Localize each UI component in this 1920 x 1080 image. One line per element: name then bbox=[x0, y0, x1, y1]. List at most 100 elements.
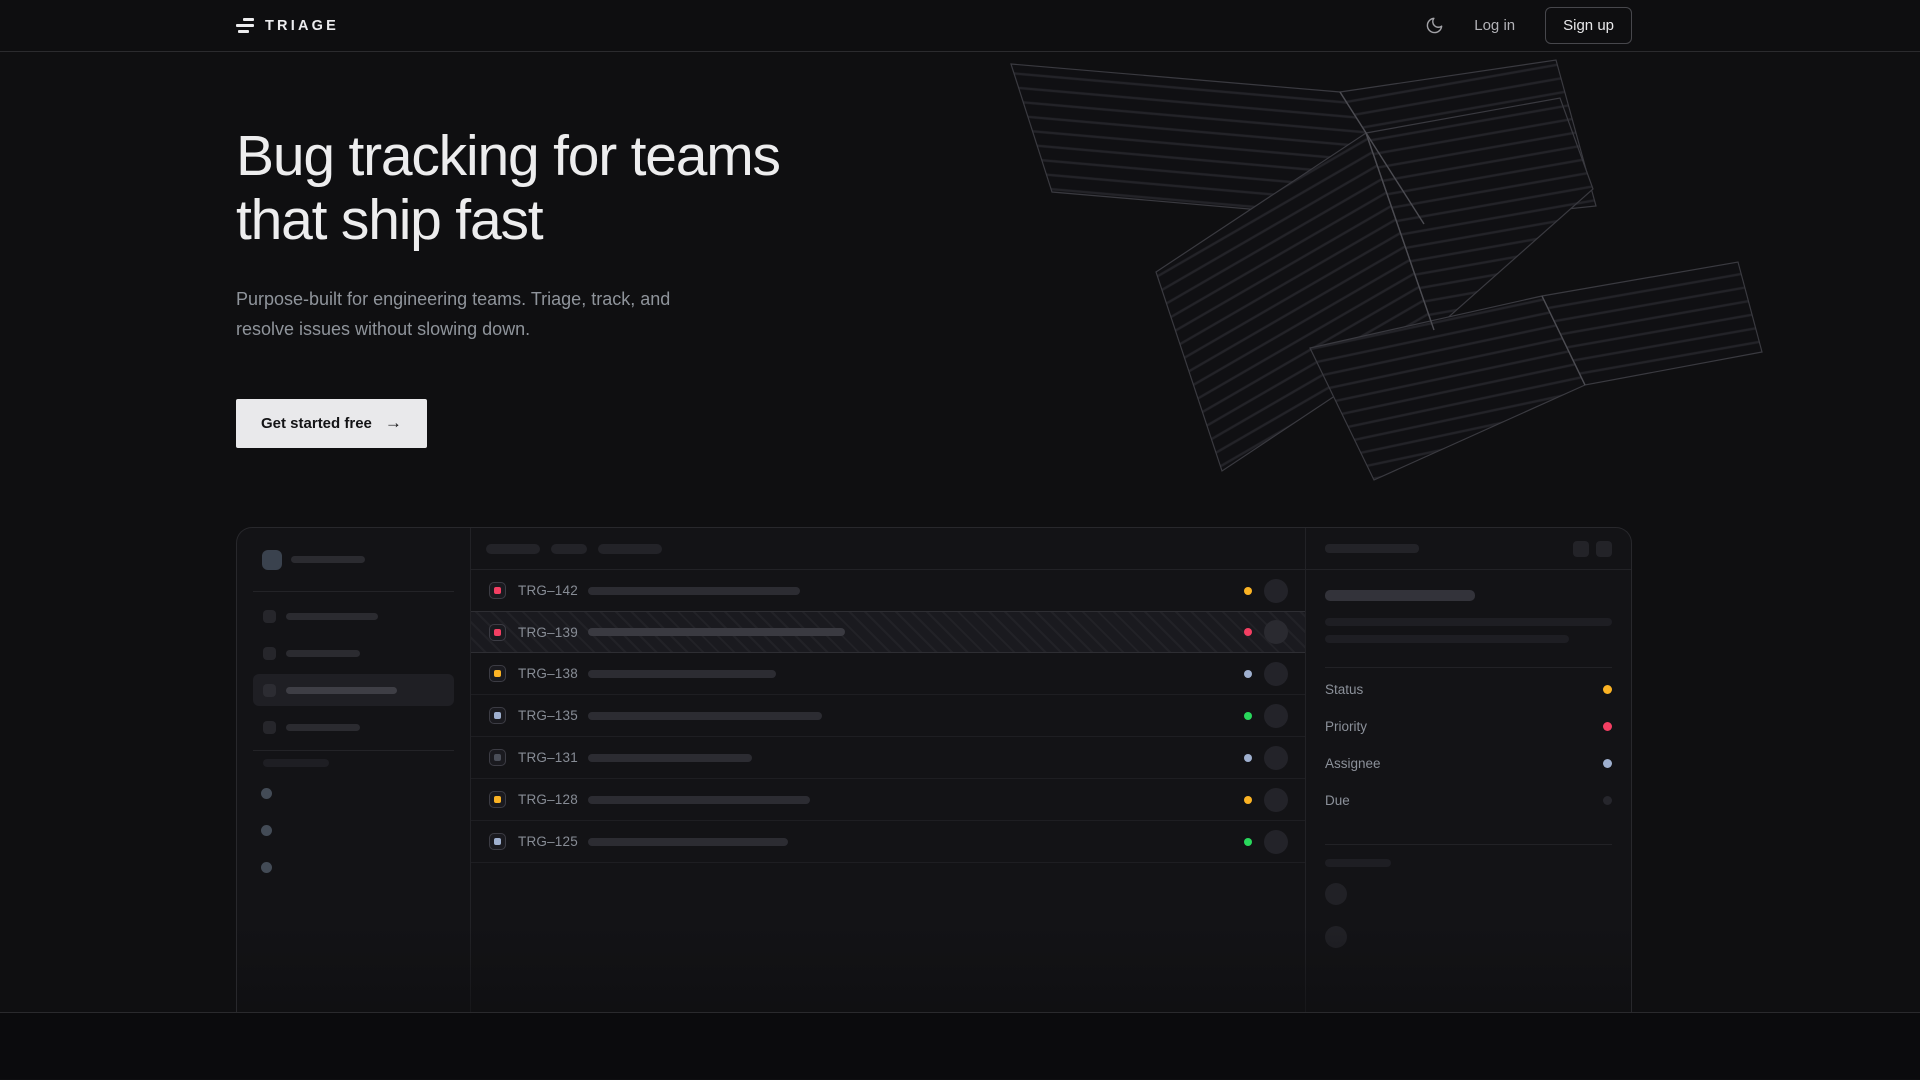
property-row: Assignee bbox=[1325, 745, 1612, 782]
sidebar-section-skeleton bbox=[263, 759, 329, 767]
property-value-dot bbox=[1603, 685, 1612, 694]
top-nav: TRIAGE Log in Sign up bbox=[0, 0, 1920, 52]
assignee-avatar bbox=[1264, 661, 1288, 686]
issue-type-icon bbox=[489, 623, 506, 641]
issue-title-skeleton bbox=[588, 628, 845, 636]
issue-id: TRG–131 bbox=[518, 750, 578, 765]
panel-action-button bbox=[1573, 540, 1589, 557]
sidebar-divider bbox=[253, 591, 454, 592]
issue-row: TRG–125 bbox=[471, 821, 1305, 863]
workspace-avatar bbox=[262, 550, 282, 570]
get-started-button[interactable]: Get started free → bbox=[236, 399, 427, 448]
arrow-right-icon: → bbox=[384, 412, 402, 432]
status-dot bbox=[1244, 753, 1252, 762]
issue-row: TRG–128 bbox=[471, 779, 1305, 821]
workspace-name-skeleton bbox=[291, 556, 365, 563]
sidebar-nav-skeleton bbox=[253, 600, 454, 743]
sidebar-dot bbox=[261, 825, 272, 836]
issue-description-skeleton bbox=[1325, 618, 1612, 626]
issue-type-icon bbox=[489, 749, 506, 766]
hero-section: Bug tracking for teams that ship fast Pu… bbox=[0, 52, 1920, 1013]
brand-name: TRIAGE bbox=[265, 17, 339, 34]
property-label: Status bbox=[1325, 682, 1364, 697]
issue-type-icon bbox=[489, 707, 506, 724]
issue-title-skeleton bbox=[1325, 590, 1475, 601]
status-dot bbox=[1244, 586, 1252, 595]
property-row: Priority bbox=[1325, 708, 1612, 745]
issue-title-skeleton bbox=[588, 711, 822, 720]
footer-section bbox=[0, 1013, 1920, 1079]
issue-title-skeleton bbox=[588, 753, 752, 762]
issue-id: TRG–139 bbox=[518, 624, 578, 640]
assignee-avatar bbox=[1264, 620, 1288, 644]
assignee-avatar bbox=[1264, 745, 1288, 770]
theme-toggle[interactable] bbox=[1424, 16, 1444, 36]
sidebar-item-skeleton bbox=[253, 674, 454, 706]
brand-logo: TRIAGE bbox=[236, 18, 339, 34]
issue-list: TRG–142 TRG–139 TRG–138 TRG–135 TRG– bbox=[471, 528, 1306, 1012]
property-value-dot bbox=[1603, 759, 1612, 768]
property-label: Due bbox=[1325, 793, 1350, 808]
panel-divider bbox=[1325, 667, 1612, 668]
panel-title-skeleton bbox=[1325, 544, 1419, 553]
app-preview: TRG–142 TRG–139 TRG–138 TRG–135 TRG– bbox=[236, 527, 1632, 1012]
issue-row: TRG–135 bbox=[471, 695, 1305, 737]
issue-type-icon bbox=[489, 791, 506, 808]
issue-detail-panel: Status Priority Assignee Due bbox=[1306, 528, 1631, 1012]
issue-row: TRG–142 bbox=[471, 570, 1305, 612]
filter-pill-skeleton bbox=[486, 543, 540, 554]
issue-list-header bbox=[471, 528, 1305, 570]
sidebar-item-skeleton bbox=[253, 600, 454, 632]
issue-type-icon bbox=[489, 582, 506, 599]
issue-title-skeleton bbox=[588, 837, 788, 846]
issue-id: TRG–138 bbox=[518, 666, 578, 681]
status-dot bbox=[1244, 628, 1252, 636]
status-dot bbox=[1244, 669, 1252, 678]
detail-panel-header bbox=[1306, 528, 1631, 570]
log-in-link[interactable]: Log in bbox=[1474, 17, 1516, 34]
issue-id: TRG–128 bbox=[518, 792, 578, 807]
assignee-avatar bbox=[1264, 787, 1288, 812]
assignee-avatar bbox=[1264, 829, 1288, 854]
moon-icon bbox=[1426, 17, 1443, 34]
property-label: Priority bbox=[1325, 719, 1368, 734]
issue-id: TRG–142 bbox=[518, 583, 578, 598]
activity-avatar bbox=[1325, 926, 1347, 948]
status-dot bbox=[1244, 711, 1252, 720]
issue-id: TRG–125 bbox=[518, 834, 578, 849]
page-title: Bug tracking for teams that ship fast bbox=[236, 124, 781, 252]
issue-title-skeleton bbox=[588, 669, 776, 678]
filter-pill-skeleton bbox=[551, 543, 587, 554]
property-label: Assignee bbox=[1325, 756, 1381, 771]
status-dot bbox=[1244, 837, 1252, 846]
triage-logo-icon bbox=[236, 17, 254, 34]
assignee-avatar bbox=[1264, 578, 1288, 603]
issue-row: TRG–131 bbox=[471, 737, 1305, 779]
panel-divider bbox=[1325, 844, 1612, 845]
issue-row: TRG–139 bbox=[471, 611, 1305, 653]
sign-up-button[interactable]: Sign up bbox=[1545, 7, 1632, 44]
get-started-label: Get started free bbox=[261, 415, 372, 432]
issue-properties: Status Priority Assignee Due bbox=[1325, 671, 1612, 819]
preview-sidebar bbox=[237, 528, 471, 1012]
sidebar-dot bbox=[261, 788, 272, 799]
property-row: Due bbox=[1325, 782, 1612, 819]
sidebar-dot bbox=[261, 862, 272, 873]
issue-title-skeleton bbox=[588, 586, 800, 595]
status-dot bbox=[1244, 795, 1252, 804]
sidebar-item-skeleton bbox=[253, 711, 454, 743]
assignee-avatar bbox=[1264, 703, 1288, 728]
issue-id: TRG–135 bbox=[518, 708, 578, 723]
property-value-dot bbox=[1603, 796, 1612, 805]
issue-type-icon bbox=[489, 665, 506, 682]
sidebar-item-skeleton bbox=[253, 637, 454, 669]
filter-pill-skeleton bbox=[598, 543, 662, 554]
panel-action-button bbox=[1596, 540, 1612, 557]
activity-avatar bbox=[1325, 883, 1347, 905]
activity-label-skeleton bbox=[1325, 859, 1391, 867]
issue-description-skeleton bbox=[1325, 635, 1569, 643]
hero-subtitle: Purpose-built for engineering teams. Tri… bbox=[236, 289, 671, 339]
sidebar-divider bbox=[253, 750, 454, 751]
issue-row: TRG–138 bbox=[471, 653, 1305, 695]
issue-title-skeleton bbox=[588, 795, 810, 804]
